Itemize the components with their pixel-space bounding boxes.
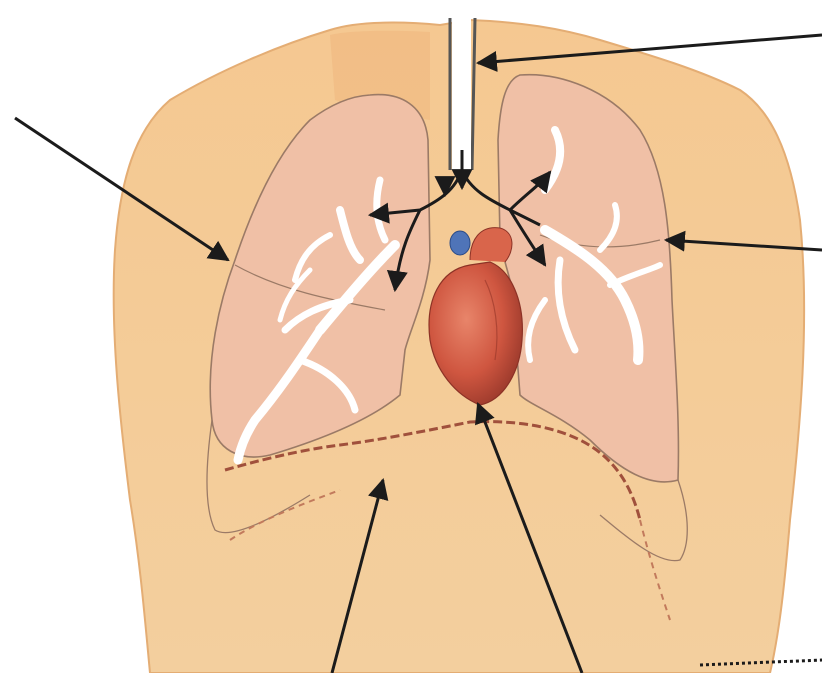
- trachea-lumen: [452, 18, 471, 170]
- vena-cava: [450, 231, 470, 255]
